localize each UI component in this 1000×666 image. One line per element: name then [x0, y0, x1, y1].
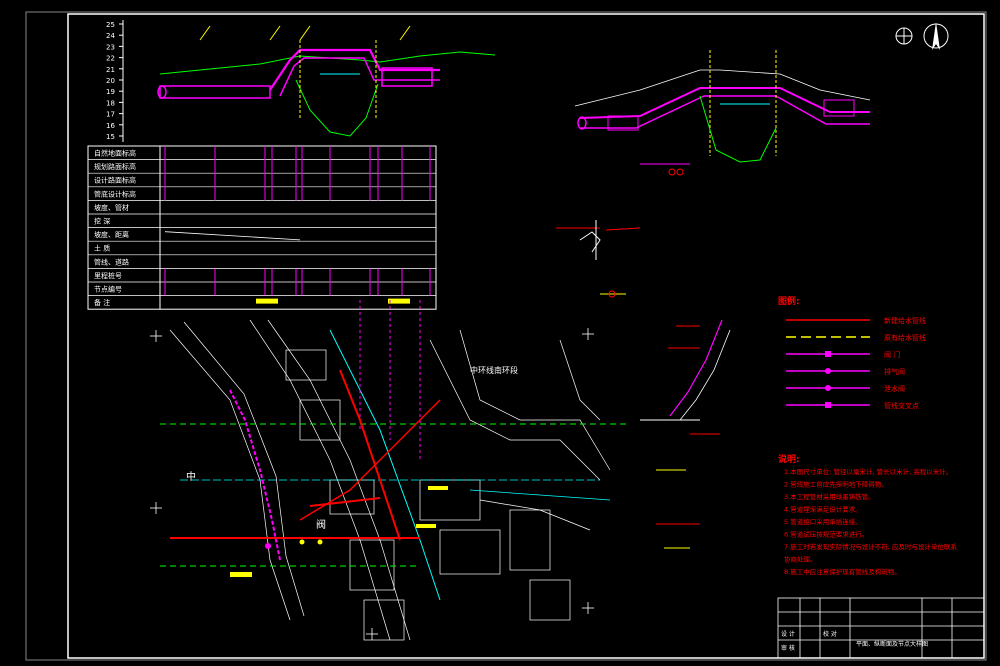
note-line: 2.管线施工前应先探明地下障碍物。: [784, 480, 888, 489]
table-row-label: 土 质: [94, 244, 110, 253]
elevation-tick-label: 18: [106, 99, 115, 107]
table-row-label: 自然地面标高: [94, 149, 136, 158]
profile-ground-line: [159, 51, 496, 137]
note-line: 6.管道试压按规范要求进行。: [784, 530, 868, 539]
notes: 说明: 1.本图尺寸单位: 管径以毫米计, 管长以米计, 高程以米计。 2.管线施…: [778, 453, 957, 576]
title-block-label-check: 校 对: [823, 630, 837, 638]
legend-label: 新建给水管线: [884, 316, 926, 325]
title-block: [777, 597, 985, 659]
cross-section-detail: [574, 50, 871, 176]
table-row-label: 设计路面标高: [94, 176, 136, 185]
title-block-label-design: 设 计: [781, 630, 795, 638]
elevation-tick-label: 24: [106, 32, 115, 40]
legend-marker: [825, 385, 831, 391]
table-note-marker: [256, 298, 278, 304]
elevation-axis: 25 24 23 22 21 20 19 18 17 16 15: [106, 21, 123, 141]
legend-label: 阀 门: [884, 350, 900, 359]
table-row-label: 备 注: [94, 298, 110, 307]
elevation-tick-label: 16: [106, 122, 115, 130]
elevation-tick-label: 19: [106, 88, 115, 96]
legend-label: 原有给水管线: [884, 333, 926, 342]
elevation-tick-label: 17: [106, 111, 115, 119]
elevation-tick-label: 25: [106, 21, 115, 29]
elevation-tick-label: 20: [106, 77, 115, 85]
elevation-tick-label: 22: [106, 55, 115, 63]
note-line: 8.施工中应注意保护现有管线及构筑物。: [784, 567, 901, 576]
node-detail-2: [640, 319, 731, 549]
legend-marker: [825, 351, 831, 357]
elevation-tick-label: 15: [106, 133, 115, 141]
section-symbol-icon: [895, 27, 913, 45]
node-detail-1: [556, 220, 641, 298]
table-row-label: 节点编号: [94, 285, 122, 294]
title-block-label-review: 审 核: [781, 644, 795, 652]
note-line: 3.本工程管材采用球墨铸铁管。: [784, 492, 875, 501]
outer-frame: [25, 11, 987, 661]
table-row-label: 规划路面标高: [94, 162, 136, 171]
north-arrow-icon: [923, 22, 949, 50]
legend-marker: [825, 368, 831, 374]
elevation-tick-label: 21: [106, 66, 115, 74]
note-line: 7.施工时若发现实际情况与设计不符, 应及时与设计单位联系: [784, 542, 957, 551]
drawing-frame: [67, 13, 985, 659]
table-row-label: 挖 深: [94, 217, 110, 226]
plan-map: 中环线南环段 中 阀: [150, 300, 630, 641]
table-row-label: 管底设计标高: [94, 189, 136, 198]
table-row-label: 坡度、距离: [94, 230, 129, 239]
note-line: 4.管道埋深满足设计要求。: [784, 505, 862, 514]
note-line: 1.本图尺寸单位: 管径以毫米计, 管长以米计, 高程以米计。: [784, 467, 952, 476]
map-char-a: 中: [186, 470, 196, 483]
map-char-b: 阀: [316, 518, 326, 531]
legend-marker: [825, 402, 831, 408]
legend-title: 图例:: [778, 295, 800, 307]
title-block-drawing-title: 平面、纵断面及节点大样图: [856, 640, 928, 648]
map-road-label: 中环线南环段: [470, 365, 518, 375]
legend-label: 管线交叉点: [884, 401, 919, 410]
table-row-label: 里程桩号: [94, 271, 122, 280]
elevation-tick-label: 23: [106, 43, 115, 51]
note-line: 5.管道接口采用承插连接。: [784, 517, 862, 526]
legend-label: 泄水阀: [884, 384, 905, 393]
legend-label: 排气阀: [884, 367, 905, 376]
notes-title: 说明:: [778, 453, 800, 465]
table-note-marker: [388, 298, 410, 304]
table-row-label: 坡度、管材: [94, 203, 129, 212]
profile-pipe: [157, 25, 440, 120]
table-row-label: 管线、道路: [94, 257, 129, 266]
note-line: 协商处理。: [784, 555, 817, 564]
table-slope-line: [164, 231, 301, 241]
